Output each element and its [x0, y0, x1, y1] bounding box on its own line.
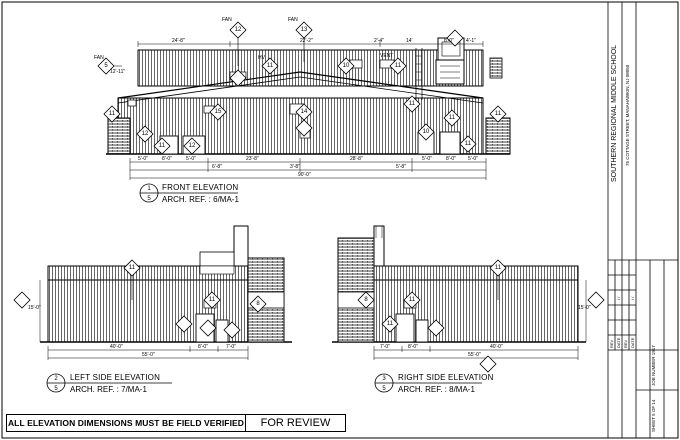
- review-status: FOR REVIEW: [246, 414, 346, 432]
- callout-number: 11: [386, 321, 394, 327]
- left-sheet-number: 5: [54, 386, 58, 392]
- callout-number: 11: [266, 63, 274, 69]
- callout-number: 11: [494, 111, 502, 117]
- revision-slash: / /: [616, 296, 621, 300]
- left-side-elevation-drawing: [39, 225, 292, 360]
- dim-text: 22'-2": [300, 38, 313, 44]
- fan-tag: FAN: [288, 17, 298, 23]
- title-bubbles: [46, 183, 482, 393]
- sheet-number: SHEET 5 OF 14: [651, 399, 656, 432]
- callout-number: 12: [188, 143, 196, 149]
- callout-number: 11: [408, 297, 416, 303]
- vent-tag: VENT: [380, 53, 394, 59]
- dim-text: 5'-0": [422, 156, 432, 162]
- front-callouts: [97, 21, 507, 155]
- callout-number: 13: [300, 27, 308, 33]
- dim-text: 24'-8": [172, 38, 185, 44]
- dim-text: 5'-8": [396, 164, 406, 170]
- right-detail-number: 3: [382, 376, 386, 382]
- field-verify-note: ALL ELEVATION DIMENSIONS MUST BE FIELD V…: [6, 414, 246, 432]
- dim-text: 55'-0": [468, 352, 481, 358]
- dim-text: 55'-0": [142, 352, 155, 358]
- rev-label: REV: [623, 339, 628, 348]
- dim-text: 28'-8": [350, 156, 363, 162]
- dim-text: 7'-0": [380, 344, 390, 350]
- dim-text: 5'-0": [186, 156, 196, 162]
- right-arch-ref: ARCH. REF. : 8/MA-1: [398, 385, 475, 394]
- right-elevation-title: RIGHT SIDE ELEVATION: [398, 373, 494, 382]
- callout-number: 15: [214, 109, 222, 115]
- callout-number: 11: [128, 265, 136, 271]
- right-sheet-number: 5: [382, 386, 386, 392]
- dim-text: 12'-11": [110, 69, 126, 75]
- dim-text: 40'-0": [110, 344, 123, 350]
- callout-number: 12: [234, 27, 242, 33]
- callout-number: 11: [448, 115, 456, 121]
- right-side-elevation-drawing: [332, 225, 587, 360]
- left-arch-ref: ARCH. REF. : 7/MA-1: [70, 385, 147, 394]
- dim-text: 7'-0": [226, 344, 236, 350]
- dim-text: 6'-8": [212, 164, 222, 170]
- left-detail-number: 2: [54, 376, 58, 382]
- dim-text: 3'-8": [290, 164, 300, 170]
- left-callouts: [13, 259, 267, 339]
- dim-text: 90'-0": [298, 172, 311, 178]
- job-number: JOB NUMBER 1917: [651, 345, 656, 386]
- dim-text: 8'-0": [198, 344, 208, 350]
- dim-text: 2'-4": [374, 38, 384, 44]
- dim-text: 8'-0": [408, 344, 418, 350]
- callout-number: 11: [394, 63, 402, 69]
- front-elevation-title: FRONT ELEVATION: [162, 183, 239, 192]
- dim-text: 8'-0": [162, 156, 172, 162]
- dim-text: 5'-0": [138, 156, 148, 162]
- callout-number: 11: [408, 101, 416, 107]
- dim-text: 40'-0": [490, 344, 503, 350]
- dim-text: 23'-8": [246, 156, 259, 162]
- project-name: SOUTHERN REGIONAL MIDDLE SCHOOL: [611, 44, 618, 182]
- front-sheet-number: 5: [147, 196, 151, 202]
- hv-tag: HV: [258, 55, 265, 61]
- front-detail-number: 1: [147, 186, 151, 192]
- dim-text: 14': [406, 38, 413, 44]
- dim-text: 15'-0": [28, 305, 41, 311]
- callout-number: 11: [464, 141, 472, 147]
- callout-number: 11: [208, 297, 216, 303]
- front-arch-ref: ARCH. REF. : 6/MA-1: [162, 195, 239, 204]
- fan-tag: FAN: [222, 17, 232, 23]
- date-label: DATE: [616, 337, 621, 348]
- revision-slash: / /: [630, 296, 635, 300]
- right-callouts: [357, 259, 605, 373]
- dim-text: 4'-1": [466, 38, 476, 44]
- callout-number: 10: [422, 129, 430, 135]
- callout-number: 12: [141, 131, 149, 137]
- left-elevation-title: LEFT SIDE ELEVATION: [70, 373, 161, 382]
- dim-text: 5'-0": [468, 156, 478, 162]
- callout-number: 11: [158, 143, 166, 149]
- project-address: 75 COTTAGE STREET, MANAHAWKIN, NJ 08050: [625, 64, 630, 166]
- dim-text: 8'-0": [444, 38, 454, 44]
- dim-text: 15'-0": [578, 305, 591, 311]
- fan-tag: FAN: [94, 55, 104, 61]
- callout-number: 11: [108, 111, 116, 117]
- callout-number: 8: [364, 297, 368, 303]
- rev-label: REV: [609, 339, 614, 348]
- callout-number: 10: [342, 63, 350, 69]
- callout-number: 8: [256, 301, 260, 307]
- callout-number: 14: [300, 109, 308, 115]
- dim-text: 8'-0": [446, 156, 456, 162]
- date-label: DATE: [630, 337, 635, 348]
- callout-number: 5: [104, 63, 108, 69]
- title-block: [607, 2, 678, 438]
- callout-number: 11: [494, 265, 502, 271]
